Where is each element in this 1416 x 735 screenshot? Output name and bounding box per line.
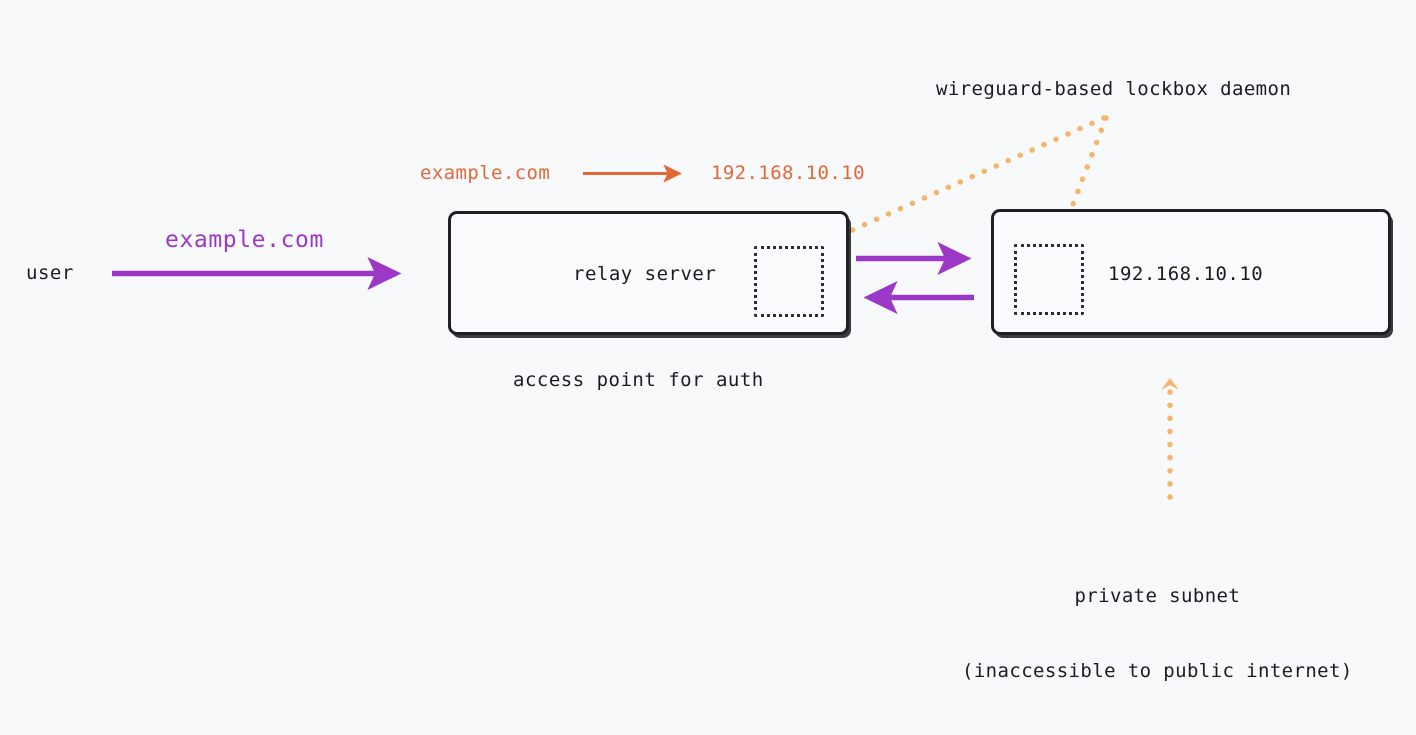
label-private-subnet-line1: private subnet [1074, 585, 1241, 608]
label-user: user [26, 262, 74, 284]
label-access-point-for-auth: access point for auth [513, 369, 764, 391]
node-private-host[interactable] [991, 209, 1391, 335]
label-daemon-note: wireguard-based lockbox daemon [936, 78, 1292, 100]
relay-daemon-slot[interactable] [754, 246, 824, 317]
label-dns-domain: example.com [420, 162, 551, 184]
label-private-subnet: private subnet (inaccessible to public i… [962, 534, 1353, 735]
private-daemon-slot[interactable] [1014, 244, 1084, 315]
label-relay-server-name: relay server [573, 263, 717, 285]
node-relay-server[interactable] [448, 211, 849, 335]
diagram-canvas: user example.com example.com 192.168.10.… [26, 78, 1391, 682]
edge-private-subnet-pointer [1161, 378, 1179, 500]
label-private-subnet-line2: (inaccessible to public internet) [962, 660, 1353, 683]
label-dns-ip: 192.168.10.10 [711, 162, 865, 184]
label-private-host-ip: 192.168.10.10 [1108, 263, 1264, 285]
label-user-flow-domain: example.com [165, 227, 324, 253]
